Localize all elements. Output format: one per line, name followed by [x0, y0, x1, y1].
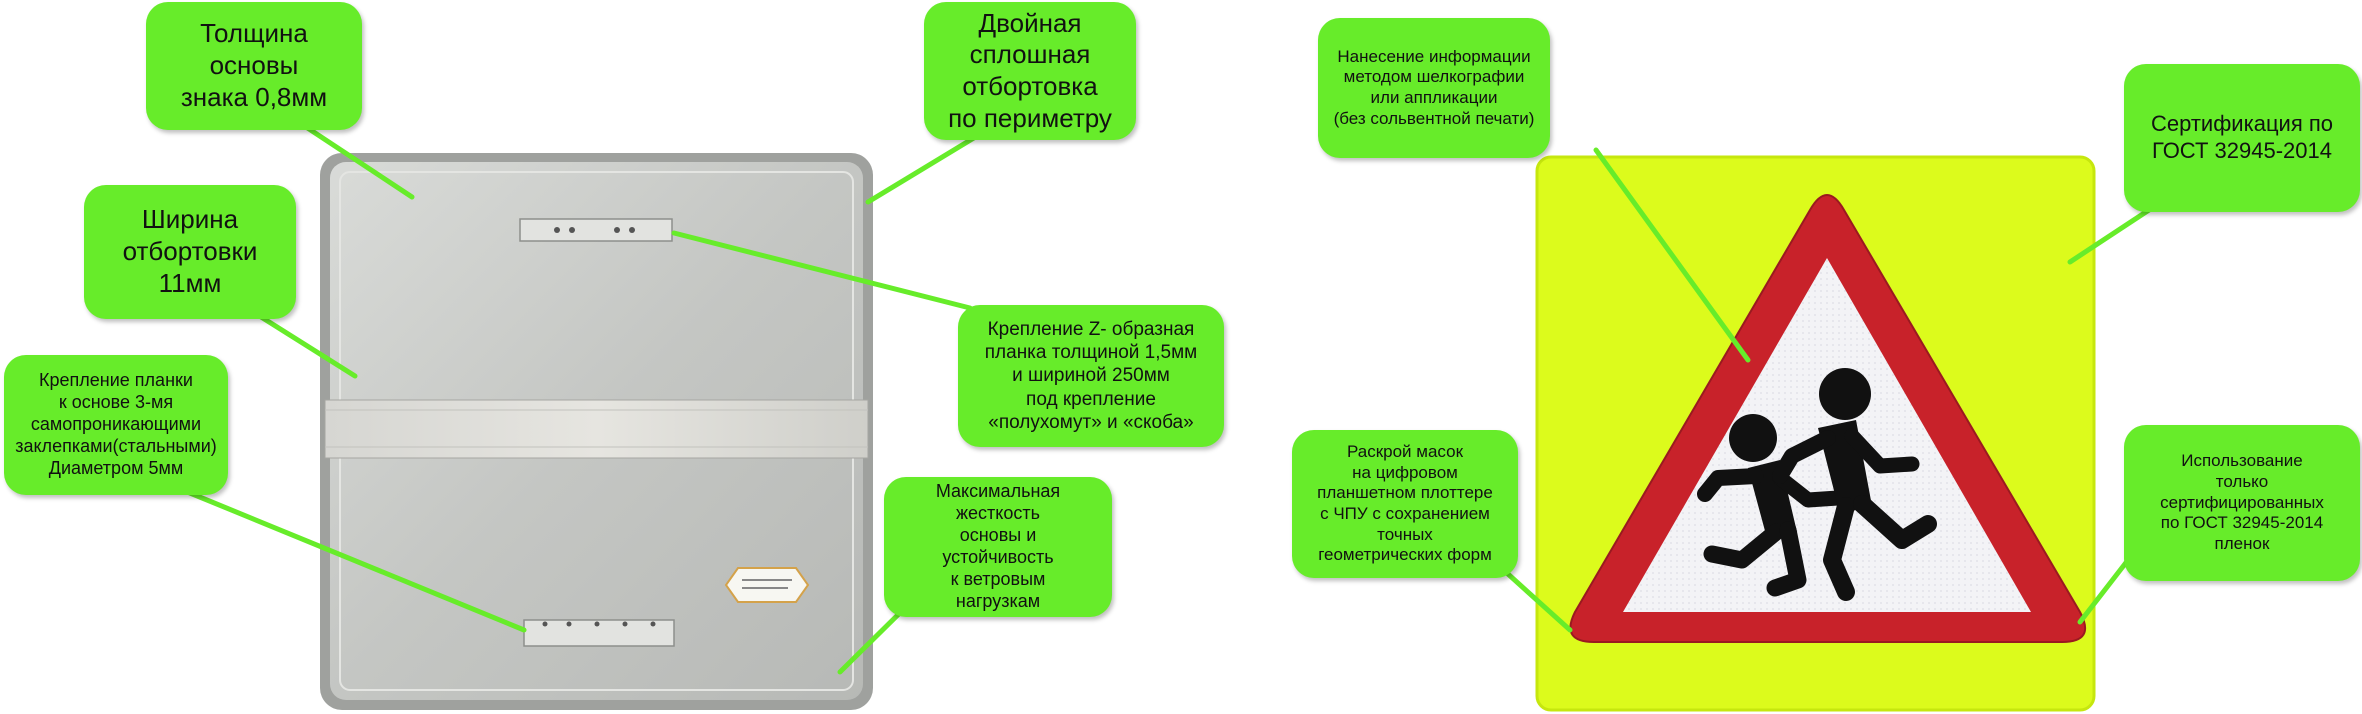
sign-back-panel — [320, 153, 873, 710]
callout-flange-width: Ширина отбортовки 11мм — [84, 185, 296, 319]
callout-silkscreen: Нанесение информации методом шелкографии… — [1318, 18, 1550, 158]
callout-certification: Сертификация по ГОСТ 32945-2014 — [2124, 64, 2360, 212]
callout-rigidity: Максимальная жесткость основы и устойчив… — [884, 477, 1112, 617]
sign-front-panel — [1535, 155, 2096, 712]
top-z-bracket — [519, 218, 673, 242]
callout-thickness: Толщина основы знака 0,8мм — [146, 2, 362, 130]
bottom-z-bracket — [523, 619, 675, 647]
callout-z-bracket: Крепление Z- образная планка толщиной 1,… — [958, 305, 1224, 447]
callout-plotter: Раскрой масок на цифровом планшетном пло… — [1292, 430, 1518, 578]
callout-films: Использование только сертифицированных п… — [2124, 425, 2360, 581]
children-running-icon — [1697, 368, 1937, 601]
sticker-label — [724, 567, 810, 603]
mounting-rail — [324, 399, 869, 459]
callout-double-flange: Двойная сплошная отбортовка по периметру — [924, 2, 1136, 140]
callout-rivets: Крепление планки к основе 3-мя самопрони… — [4, 355, 228, 495]
leader-lines-right — [1505, 147, 2155, 633]
